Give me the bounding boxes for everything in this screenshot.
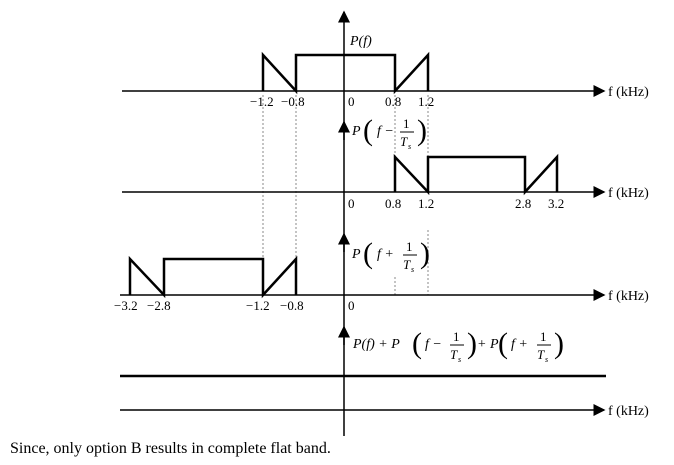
tick-label: −2.8 (147, 298, 171, 313)
paren: ) (420, 237, 430, 270)
plot-title: P(f) + P (352, 337, 400, 352)
paren: ) (467, 327, 477, 360)
plot-p-f-minus: P ( f − 1 T s ) f (kHz) 0 0.8 1.2 2.8 3.… (122, 114, 649, 211)
axis-label: f (kHz) (608, 85, 649, 100)
plot-title: + P (477, 337, 499, 352)
frac-den: T (537, 347, 545, 362)
paren: ) (417, 114, 427, 147)
axis-label: f (kHz) (608, 404, 649, 419)
tick-label: 0 (348, 298, 355, 313)
tick-label: 0.8 (385, 196, 401, 211)
frac-sub: s (411, 265, 414, 274)
caption: Since, only option B results in complete… (10, 440, 331, 457)
paren: ( (412, 327, 422, 360)
axis-label: f (kHz) (608, 289, 649, 304)
dotted-guides (262, 95, 429, 295)
tick-label: 2.8 (515, 196, 531, 211)
paren: ( (363, 114, 373, 147)
spectrum-trace (128, 255, 298, 299)
plot-title-arg: f − (377, 124, 394, 139)
plot-title: P(f) (349, 34, 372, 49)
tick-label: −0.8 (280, 298, 304, 313)
paren: ) (554, 327, 564, 360)
tick-label: 0.8 (385, 94, 401, 109)
plot-p-f-plus: P ( f + 1 T s ) f (kHz) −3.2 −2.8 −1.2 −… (114, 237, 649, 313)
paren: ( (498, 327, 508, 360)
frac-sub: s (458, 355, 461, 364)
frac-den: T (400, 134, 408, 149)
spectrum-trace (393, 153, 559, 196)
tick-label: 0 (348, 196, 355, 211)
frac-num: 1 (406, 239, 413, 254)
frac-den: T (450, 347, 458, 362)
tick-label: −3.2 (114, 298, 138, 313)
frac-den: T (403, 257, 411, 272)
frac-sub: s (408, 142, 411, 151)
spectrum-trace (261, 51, 430, 95)
plot-title: P (351, 124, 361, 139)
tick-label: 1.2 (418, 94, 434, 109)
frac-num: 1 (453, 329, 460, 344)
plot-p-f: P(f) f (kHz) −1.2 −0.8 0 0.8 1.2 (122, 34, 649, 109)
axis-label: f (kHz) (608, 186, 649, 201)
tick-label: 0 (348, 94, 355, 109)
plot-title-arg: f − (425, 337, 442, 352)
tick-label: 3.2 (548, 196, 564, 211)
frac-num: 1 (540, 329, 547, 344)
plot-title-arg: f + (511, 337, 528, 352)
tick-label: 1.2 (418, 196, 434, 211)
paren: ( (363, 237, 373, 270)
tick-label: −1.2 (250, 94, 274, 109)
tick-label: −1.2 (246, 298, 270, 313)
frac-num: 1 (403, 116, 410, 131)
plot-title: P (351, 247, 361, 262)
plot-sum: P(f) + P ( f − 1 T s ) + P ( f + 1 T s )… (120, 327, 649, 419)
tick-label: −0.8 (281, 94, 305, 109)
frac-sub: s (545, 355, 548, 364)
plot-title-arg: f + (377, 247, 394, 262)
